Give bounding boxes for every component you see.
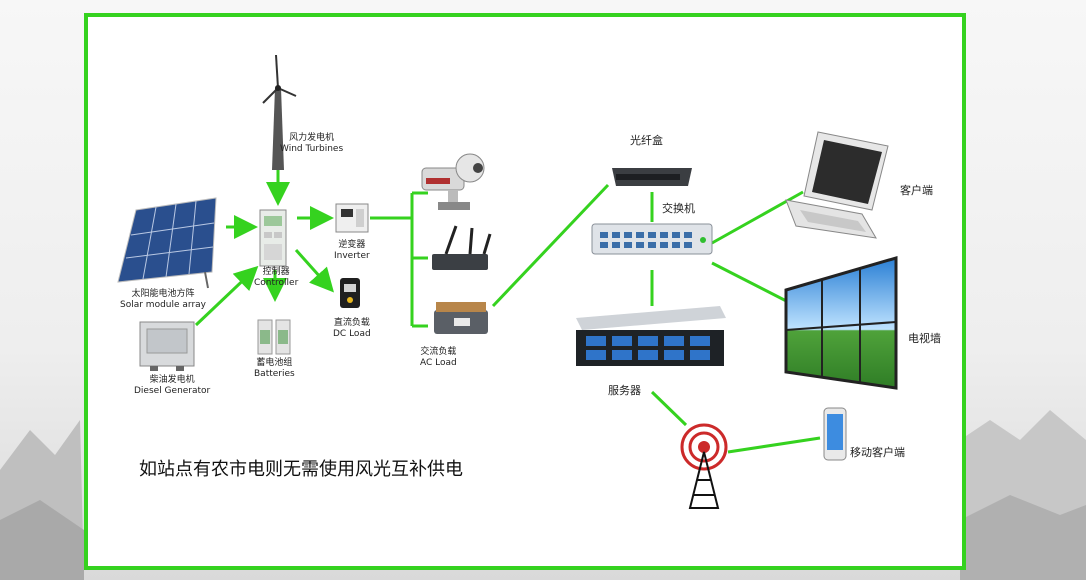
fiber-box-label: 光纤盒 <box>630 134 663 147</box>
mobile-phone-icon <box>823 407 847 461</box>
diesel-generator-label-cn: 柴油发电机 <box>149 375 195 385</box>
video-wall-icon <box>784 256 898 390</box>
solar-array-label-cn: 太阳能电池方阵 <box>131 289 195 299</box>
wind-turbine-label-en: Wind Turbines <box>280 144 344 154</box>
solar-array-label-en: Solar module array <box>120 300 206 310</box>
batteries-label-cn: 蓄电池组 <box>256 358 293 368</box>
inverter-label-en: Inverter <box>334 251 370 261</box>
camera-icon <box>421 153 485 210</box>
switch-label: 交换机 <box>662 202 695 215</box>
diesel-generator-label-en: Diesel Generator <box>134 386 211 396</box>
dc-load-label-cn: 直流负载 <box>333 318 370 328</box>
solar-panel-icon <box>117 197 217 289</box>
media-converter-icon <box>434 302 488 334</box>
mobile-client-label: 移动客户端 <box>850 446 905 459</box>
controller-to-dcload-arrow <box>294 248 335 293</box>
diesel-to-controller-arrow <box>194 265 259 327</box>
wind-turbine-label-cn: 风力发电机 <box>289 133 335 143</box>
dc-load-label: 直流负载 DC Load <box>333 318 371 340</box>
controller-label-cn: 控制器 <box>262 267 290 277</box>
dc-load-label-en: DC Load <box>333 329 371 339</box>
ac-bus-lines <box>370 191 428 328</box>
dc-load-icon <box>340 278 360 308</box>
ac-load-label: 交流负载 AC Load <box>420 347 457 369</box>
switch-icon <box>591 223 713 255</box>
wind-turbine-icon <box>262 54 297 170</box>
ac-load-label-en: AC Load <box>420 358 457 368</box>
power-arrows <box>194 170 335 327</box>
video-wall-label: 电视墙 <box>908 332 941 345</box>
router-icon <box>432 225 492 270</box>
inverter-label: 逆变器 Inverter <box>334 240 370 262</box>
batteries-icon <box>257 319 291 355</box>
diesel-generator-label: 柴油发电机 Diesel Generator <box>134 375 210 397</box>
ac-load-label-cn: 交流负载 <box>420 347 457 357</box>
server-label: 服务器 <box>608 384 641 397</box>
wind-turbine-label: 风力发电机 Wind Turbines <box>280 133 343 155</box>
server-icon <box>576 306 726 366</box>
batteries-label: 蓄电池组 Batteries <box>254 358 295 380</box>
controller-label: 控制器 Controller <box>254 267 298 289</box>
controller-icon <box>259 209 287 267</box>
diesel-generator-icon <box>139 321 195 371</box>
client-label: 客户端 <box>900 184 933 197</box>
solar-array-label: 太阳能电池方阵 Solar module array <box>120 289 206 311</box>
batteries-label-en: Batteries <box>254 369 295 379</box>
fiber-box-icon <box>612 168 692 186</box>
laptop-icon <box>785 131 889 239</box>
caption-text: 如站点有农市电则无需使用风光互补供电 <box>139 459 463 480</box>
controller-label-en: Controller <box>254 278 299 288</box>
inverter-icon <box>335 203 369 233</box>
inverter-label-cn: 逆变器 <box>338 240 366 250</box>
tower-icon <box>680 423 728 509</box>
